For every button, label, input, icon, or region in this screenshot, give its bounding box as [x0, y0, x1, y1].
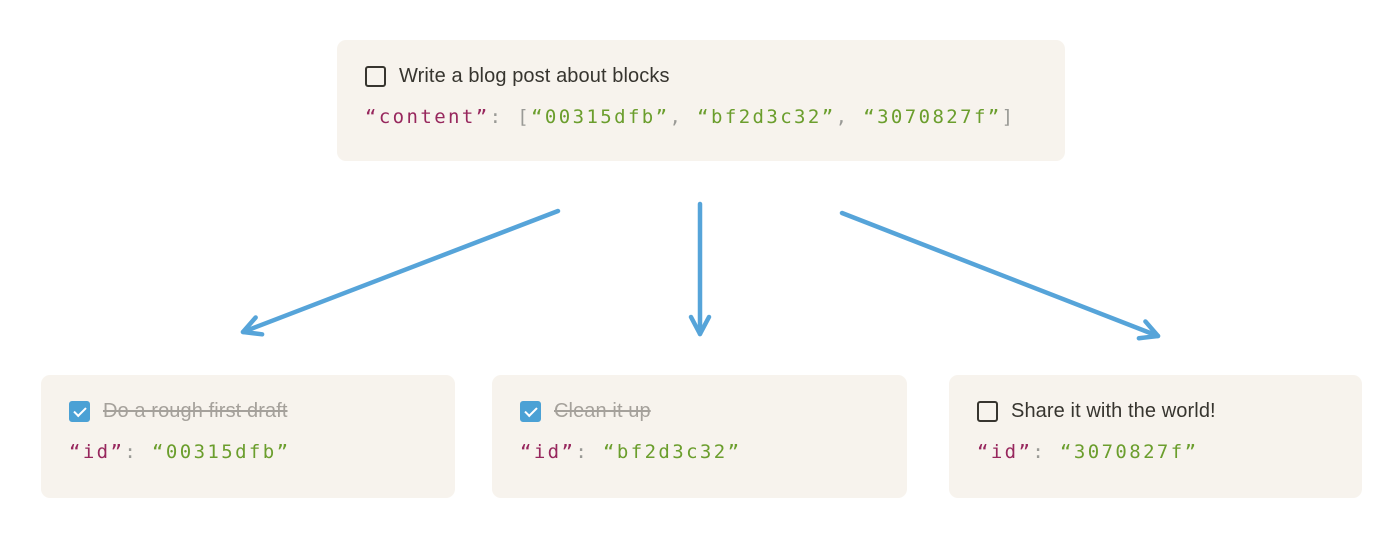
checkbox-checked[interactable]: [520, 400, 541, 422]
child-todo-row: Share it with the world!: [977, 399, 1334, 423]
code-colon: :: [124, 441, 153, 463]
code-value: “00315dfb”: [152, 441, 291, 463]
parent-block-code: “content”: [“00315dfb”, “bf2d3c32”, “307…: [365, 104, 1037, 130]
child-block-card-2: Clean it up “id”: “bf2d3c32”: [492, 375, 907, 498]
code-key: “id”: [520, 441, 576, 463]
parent-block-title: Write a blog post about blocks: [399, 65, 670, 87]
code-colon: :: [575, 441, 604, 463]
checkbox-unchecked[interactable]: [977, 400, 998, 422]
child-todo-row: Do a rough first draft: [69, 399, 427, 423]
checkmark-icon: [524, 403, 538, 417]
child-block-card-3: Share it with the world! “id”: “3070827f…: [949, 375, 1362, 498]
parent-block-card: Write a blog post about blocks “content”…: [337, 40, 1065, 161]
code-colon: :: [489, 106, 518, 128]
code-comma: ,: [835, 106, 864, 128]
parent-todo-row: Write a blog post about blocks: [365, 64, 1037, 88]
code-value: “3070827f”: [863, 106, 1002, 128]
child-block-title: Do a rough first draft: [103, 400, 288, 422]
code-open-bracket: [: [517, 106, 532, 128]
child-block-title: Share it with the world!: [1011, 400, 1216, 422]
code-value: “bf2d3c32”: [603, 441, 742, 463]
arrow-to-child-3: [839, 210, 1161, 341]
code-comma: ,: [669, 106, 698, 128]
child-block-title: Clean it up: [554, 400, 651, 422]
checkbox-unchecked[interactable]: [365, 65, 386, 87]
code-key: “id”: [69, 441, 125, 463]
code-value: “00315dfb”: [531, 106, 670, 128]
code-value: “3070827f”: [1060, 441, 1199, 463]
child-block-card-1: Do a rough first draft “id”: “00315dfb”: [41, 375, 455, 498]
child-todo-row: Clean it up: [520, 399, 879, 423]
checkbox-checked[interactable]: [69, 400, 90, 422]
checkmark-icon: [73, 403, 87, 417]
arrow-to-child-1: [240, 208, 561, 337]
code-key: “content”: [365, 106, 490, 128]
code-key: “id”: [977, 441, 1033, 463]
code-value: “bf2d3c32”: [697, 106, 836, 128]
child-block-code: “id”: “bf2d3c32”: [520, 439, 879, 465]
code-colon: :: [1032, 441, 1061, 463]
code-close-bracket: ]: [1001, 106, 1016, 128]
child-block-code: “id”: “00315dfb”: [69, 439, 427, 465]
child-block-code: “id”: “3070827f”: [977, 439, 1334, 465]
